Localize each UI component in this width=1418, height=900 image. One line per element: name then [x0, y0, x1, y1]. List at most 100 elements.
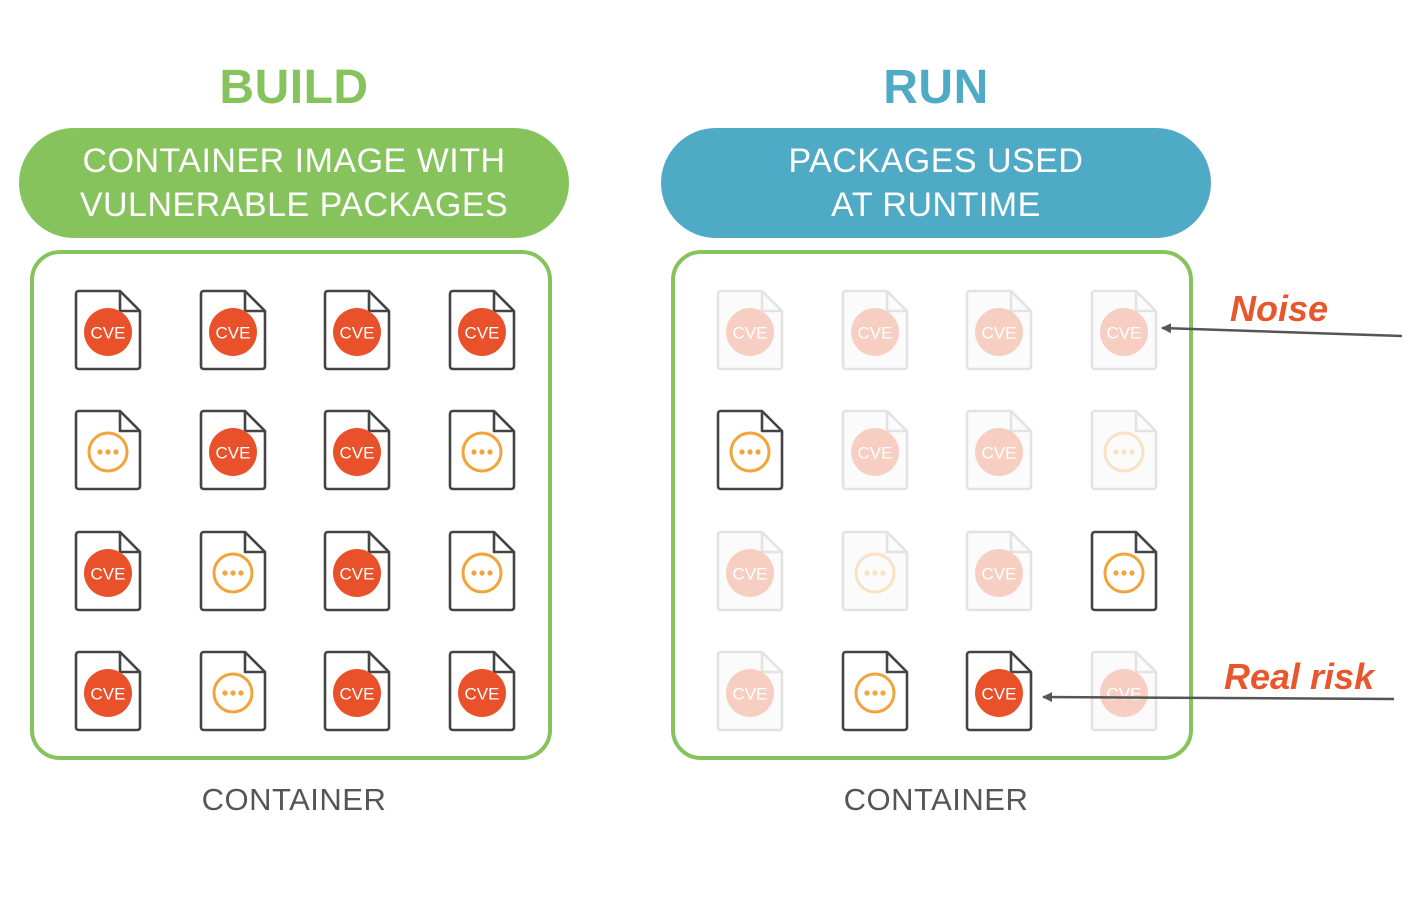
real-risk-label: Real risk: [1224, 656, 1375, 697]
pending-badge-icon: [461, 552, 503, 594]
cve-badge-icon: [851, 308, 899, 356]
pending-package-file-icon-faded: [1090, 409, 1158, 491]
pending-badge-icon: [854, 672, 896, 714]
pending-badge-icon: [461, 431, 503, 473]
cve-badge-icon: [84, 549, 132, 597]
build-pill-line-2: VULNERABLE PACKAGES: [79, 186, 509, 224]
noise-label: Noise: [1230, 288, 1329, 329]
cve-badge-text: CVE: [216, 444, 251, 463]
cve-badge-icon: [333, 669, 381, 717]
cve-badge-icon: [726, 308, 774, 356]
pending-badge-icon: [212, 552, 254, 594]
build-container-box: [30, 250, 552, 760]
pending-package-file-icon: [841, 650, 909, 732]
cve-package-file-icon: CVE: [199, 409, 267, 491]
cve-badge-icon: [458, 669, 506, 717]
cve-package-file-icon: CVE: [74, 530, 142, 612]
cve-package-file-icon: CVE: [448, 650, 516, 732]
pending-badge-icon: [1103, 431, 1145, 473]
cve-package-file-icon-faded: CVE: [716, 530, 784, 612]
cve-badge-icon: [1100, 669, 1148, 717]
cve-badge-icon: [975, 308, 1023, 356]
pending-badge-icon: [854, 552, 896, 594]
cve-package-file-icon-faded: CVE: [716, 650, 784, 732]
cve-package-file-icon: CVE: [74, 289, 142, 371]
cve-badge-text: CVE: [733, 565, 768, 584]
cve-package-file-icon-faded: CVE: [841, 409, 909, 491]
cve-badge-icon: [458, 308, 506, 356]
cve-badge-text: CVE: [340, 324, 375, 343]
cve-badge-text: CVE: [733, 685, 768, 704]
cve-badge-text: CVE: [982, 444, 1017, 463]
pending-package-file-icon: [716, 409, 784, 491]
cve-badge-icon: [333, 549, 381, 597]
cve-badge-icon: [333, 428, 381, 476]
cve-package-file-icon-faded: CVE: [1090, 289, 1158, 371]
cve-badge-icon: [975, 549, 1023, 597]
cve-badge-icon: [851, 428, 899, 476]
cve-badge-text: CVE: [465, 685, 500, 704]
cve-package-file-icon: CVE: [199, 289, 267, 371]
cve-package-file-icon-faded: CVE: [716, 289, 784, 371]
cve-badge-text: CVE: [858, 324, 893, 343]
cve-badge-text: CVE: [733, 324, 768, 343]
cve-package-file-icon: CVE: [448, 289, 516, 371]
build-pill: CONTAINER IMAGE WITH VULNERABLE PACKAGES: [19, 128, 569, 238]
cve-badge-text: CVE: [340, 685, 375, 704]
cve-badge-icon: [209, 308, 257, 356]
run-pill-line-1: PACKAGES USED: [788, 142, 1084, 180]
pending-package-file-icon: [199, 650, 267, 732]
pending-package-file-icon-faded: [841, 530, 909, 612]
cve-badge-text: CVE: [1107, 685, 1142, 704]
cve-badge-text: CVE: [982, 685, 1017, 704]
cve-package-file-icon: CVE: [323, 530, 391, 612]
cve-badge-icon: [726, 549, 774, 597]
build-pill-line-1: CONTAINER IMAGE WITH: [82, 142, 506, 180]
cve-package-file-icon: CVE: [965, 650, 1033, 732]
pending-badge-icon: [1103, 552, 1145, 594]
cve-package-file-icon-faded: CVE: [841, 289, 909, 371]
cve-package-file-icon: CVE: [323, 409, 391, 491]
pending-badge-icon: [212, 672, 254, 714]
pending-badge-icon: [729, 431, 771, 473]
cve-badge-text: CVE: [982, 324, 1017, 343]
pending-badge-icon: [87, 431, 129, 473]
cve-badge-icon: [726, 669, 774, 717]
cve-badge-icon: [209, 428, 257, 476]
cve-badge-icon: [975, 669, 1023, 717]
cve-package-file-icon-faded: CVE: [965, 409, 1033, 491]
cve-badge-icon: [333, 308, 381, 356]
pending-package-file-icon: [448, 530, 516, 612]
cve-badge-text: CVE: [340, 444, 375, 463]
cve-badge-icon: [84, 308, 132, 356]
cve-badge-text: CVE: [91, 685, 126, 704]
build-container-label: CONTAINER: [201, 782, 387, 817]
cve-badge-text: CVE: [1107, 324, 1142, 343]
cve-package-file-icon-faded: CVE: [965, 530, 1033, 612]
cve-package-file-icon-faded: CVE: [965, 289, 1033, 371]
pending-package-file-icon: [199, 530, 267, 612]
cve-package-file-icon: CVE: [323, 650, 391, 732]
cve-badge-text: CVE: [91, 324, 126, 343]
run-title: RUN: [883, 61, 989, 114]
cve-badge-text: CVE: [216, 324, 251, 343]
cve-badge-icon: [1100, 308, 1148, 356]
cve-package-file-icon-faded: CVE: [1090, 650, 1158, 732]
cve-badge-text: CVE: [465, 324, 500, 343]
pending-package-file-icon: [1090, 530, 1158, 612]
cve-badge-icon: [975, 428, 1023, 476]
pending-package-file-icon: [74, 409, 142, 491]
cve-badge-text: CVE: [858, 444, 893, 463]
cve-badge-text: CVE: [340, 565, 375, 584]
run-container-label: CONTAINER: [843, 782, 1029, 817]
cve-package-file-icon: CVE: [74, 650, 142, 732]
build-title: BUILD: [219, 61, 369, 114]
run-pill-line-2: AT RUNTIME: [831, 186, 1041, 224]
run-container-box: [671, 250, 1193, 760]
cve-badge-icon: [84, 669, 132, 717]
run-pill: PACKAGES USED AT RUNTIME: [661, 128, 1211, 238]
pending-package-file-icon: [448, 409, 516, 491]
cve-badge-text: CVE: [91, 565, 126, 584]
cve-badge-text: CVE: [982, 565, 1017, 584]
cve-package-file-icon: CVE: [323, 289, 391, 371]
